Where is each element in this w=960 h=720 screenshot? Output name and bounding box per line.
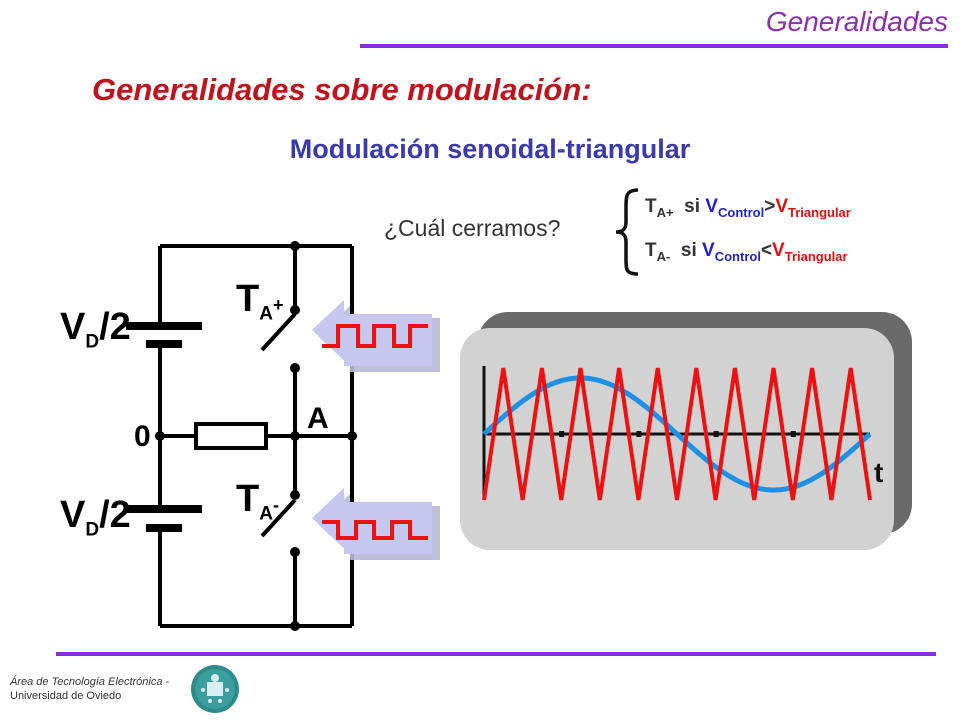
cond-tri: V: [772, 240, 785, 261]
carrier-triangle-wave: [482, 367, 872, 501]
footer-line-1: Área de Tecnología Electrónica -: [10, 676, 170, 688]
node-dot: [290, 621, 300, 631]
cond-si: si: [684, 196, 701, 217]
axis-tick: [636, 431, 642, 437]
footer-divider: [56, 652, 936, 656]
switch-top-label: TA+: [236, 278, 284, 325]
condition-row-ta-minus: TA- si VControl<VTriangular: [645, 240, 848, 264]
cond-operator: >: [764, 196, 776, 217]
question-text: ¿Cuál cerramos?: [384, 215, 561, 241]
main-title: Generalidades sobre modulación:: [92, 72, 592, 107]
battery-bottom-long-plate: [126, 505, 202, 513]
node-dot: [290, 363, 300, 373]
node-dot: [290, 490, 300, 500]
cond-control: V: [702, 240, 715, 261]
cond-control-sub: Control: [714, 248, 761, 264]
axis-tick: [713, 431, 719, 437]
cond-control-sub: Control: [717, 204, 765, 220]
cond-tri-sub: Triangular: [784, 248, 848, 264]
source-top-label: VD/2: [60, 306, 131, 353]
footer-line-2: Universidad de Oviedo: [10, 690, 122, 702]
node-dot: [290, 547, 300, 557]
cond-switch-sub: A-: [656, 248, 671, 264]
gate-arrow-top: [312, 300, 440, 372]
source-bottom-label: VD/2: [60, 494, 131, 541]
node-dot: [290, 431, 300, 441]
battery-bottom-short-plate: [146, 524, 182, 532]
brace-icon: [615, 188, 639, 276]
node-dot: [155, 431, 165, 441]
cond-switch: T: [645, 196, 657, 217]
node-dot: [347, 431, 357, 441]
node-dot: [290, 305, 300, 315]
axis-tick: [559, 431, 565, 437]
node-dot: [290, 241, 300, 251]
zero-node-label: 0: [134, 420, 151, 453]
cond-tri: V: [775, 196, 788, 217]
university-logo: [191, 665, 239, 713]
cond-switch: T: [645, 240, 657, 261]
cond-control: V: [705, 196, 718, 217]
subtitle: Modulación senoidal-triangular: [289, 134, 691, 164]
axis-tick: [790, 431, 796, 437]
header-divider: [360, 44, 948, 48]
node-a-label: A: [307, 402, 329, 435]
footer-text: Área de Tecnología Electrónica - Univers…: [10, 675, 169, 703]
battery-top-long-plate: [126, 322, 202, 330]
waveform-panel: t: [460, 312, 912, 550]
switch-bottom-label: TA-: [236, 478, 279, 525]
gate-arrow-bottom: [312, 488, 440, 560]
waveform-group: [482, 366, 872, 501]
cond-switch-sub: A+: [656, 204, 674, 220]
battery-top-short-plate: [146, 340, 182, 348]
cond-tri-sub: Triangular: [788, 204, 851, 220]
cond-si: si: [680, 240, 697, 261]
time-axis-label: t: [874, 457, 883, 488]
condition-row-ta-plus: TA+ si VControl>VTriangular: [645, 196, 851, 220]
header-title: Generalidades: [765, 6, 948, 37]
cond-operator: <: [760, 240, 773, 261]
control-sine-wave: [482, 375, 872, 493]
